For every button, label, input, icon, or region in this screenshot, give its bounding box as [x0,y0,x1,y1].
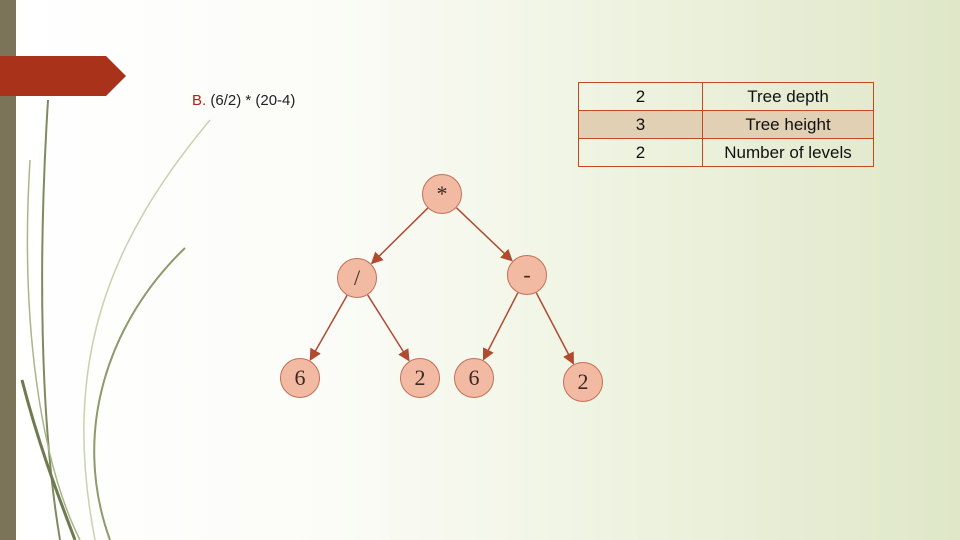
table-cell-label: Number of levels [702,138,874,167]
accent-tab [0,56,126,96]
tree-edge-sub-leaf3 [482,292,519,361]
node-label: - [523,262,531,287]
node-label: 6 [294,365,306,390]
left-decor-bar [0,0,16,540]
node-label: 2 [577,369,589,394]
tree-node-leaf3: 6 [454,358,494,398]
tree-node-leaf4: 2 [563,362,603,402]
node-label: 2 [414,365,426,390]
table-row: 3 Tree height [578,110,874,139]
tree-edge-div-leaf1 [309,295,348,362]
node-label: 6 [468,365,480,390]
tree-node-sub: - [507,255,547,295]
table-cell-label: Tree depth [702,82,874,111]
expression-text: B. (6/2) * (20-4) [192,92,295,109]
tree-node-div: / [337,258,377,298]
tree-node-leaf1: 6 [280,358,320,398]
table-row: 2 Number of levels [578,138,874,167]
table-cell-value: 2 [578,138,703,167]
table-cell-label: Tree height [702,110,874,139]
tree-node-leaf2: 2 [400,358,440,398]
tree-info-table: 2 Tree depth 3 Tree height 2 Number of l… [578,82,874,167]
expression-body: (6/2) * (20-4) [210,92,296,109]
tree-edge-root-div [370,207,429,265]
tree-edge-sub-leaf4 [535,292,574,365]
expression-prefix: B. [192,92,207,109]
tree-edge-div-leaf2 [367,294,410,362]
tree-edge-root-sub [455,207,513,262]
tree-node-root: * [422,174,462,214]
node-label: / [353,265,361,290]
node-label: * [436,181,448,206]
